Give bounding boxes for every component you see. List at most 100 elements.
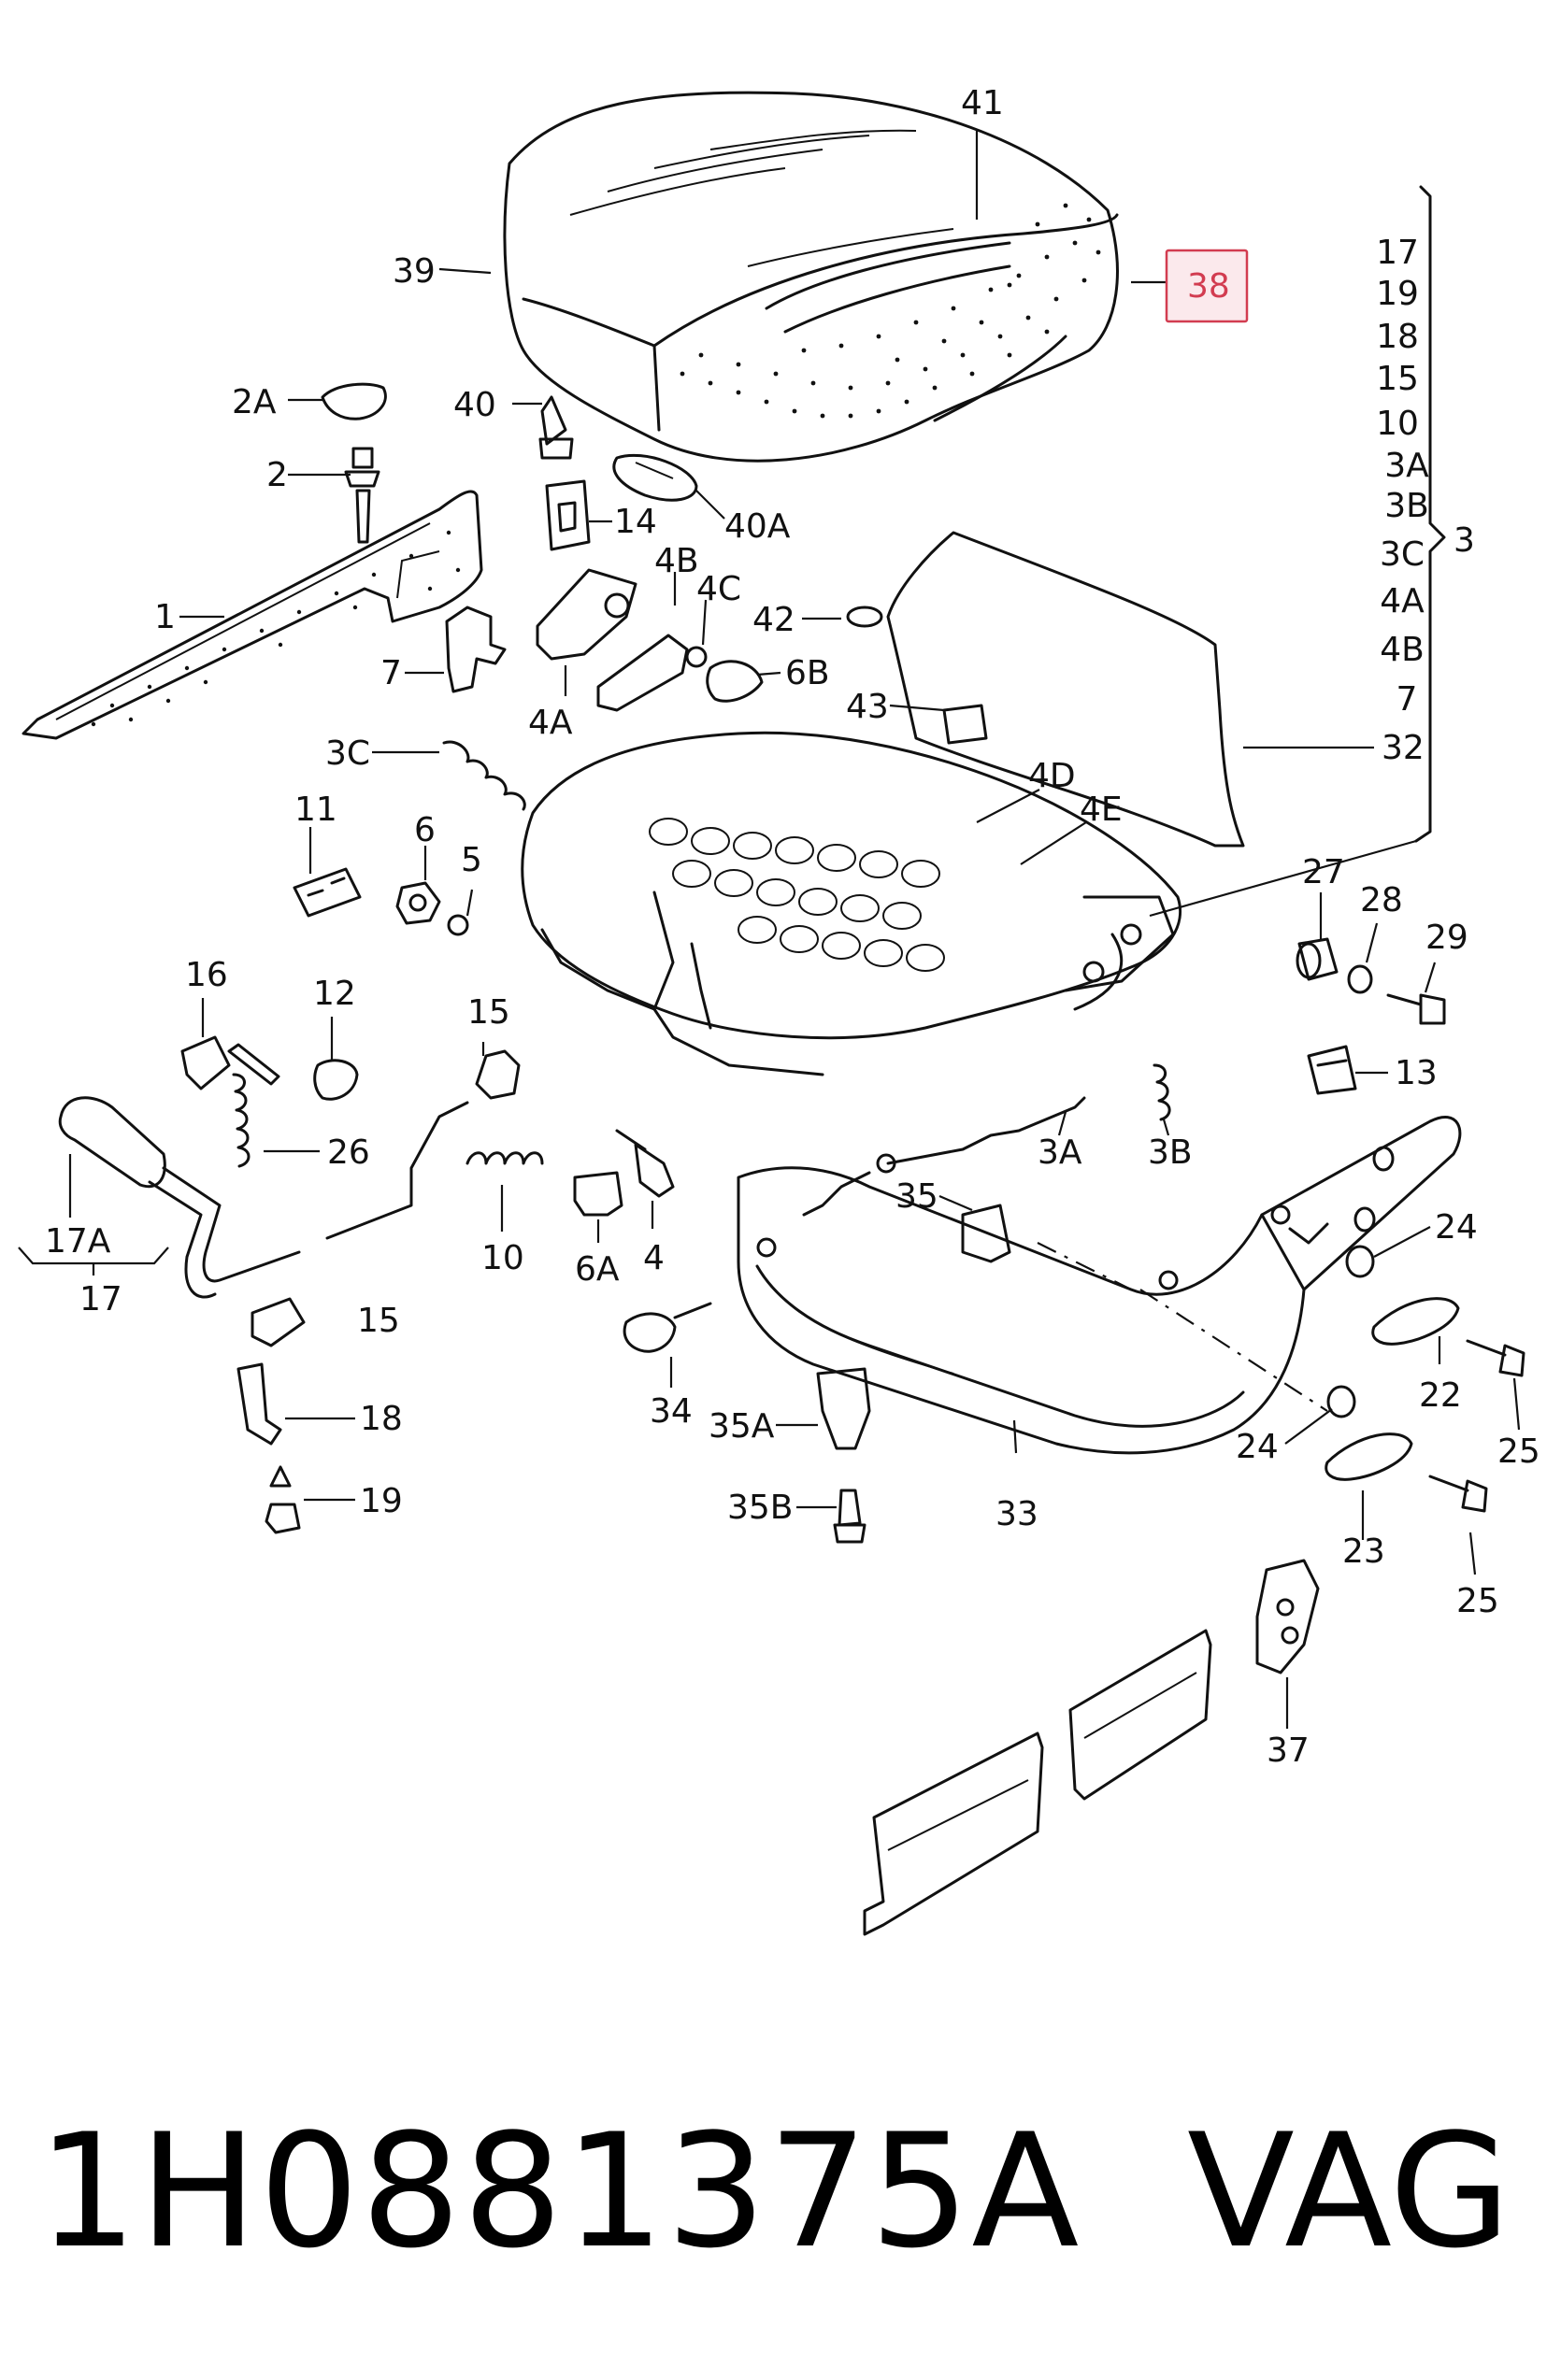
- label-1: 1: [154, 598, 176, 636]
- part-43-clip: [942, 704, 988, 745]
- part-28-washer: [1347, 964, 1373, 994]
- group-3-item: 3B: [1384, 487, 1429, 525]
- spring-3B: [1153, 1063, 1171, 1121]
- label-14: 14: [614, 503, 657, 541]
- group-3-label: 3: [1454, 521, 1475, 560]
- part-25b-bolt: [1428, 1475, 1488, 1513]
- label-35B: 35B: [727, 1489, 794, 1527]
- part-11-bracket: [293, 867, 362, 918]
- label-33: 33: [995, 1495, 1038, 1533]
- part-19-stud: [265, 1465, 301, 1534]
- label-40: 40: [453, 386, 496, 424]
- label-3C: 3C: [325, 734, 370, 773]
- label-29: 29: [1425, 919, 1468, 957]
- label-6: 6: [414, 811, 436, 849]
- label-2A: 2A: [232, 383, 277, 421]
- part-4B-plate: [596, 634, 689, 712]
- group-3-item: 3C: [1380, 535, 1425, 574]
- footer: 1H0881375A VAG: [37, 2088, 1533, 2313]
- group-3-item: 3A: [1384, 447, 1429, 485]
- group-3-item: 4A: [1380, 582, 1425, 620]
- base-tray: [737, 1115, 1462, 1455]
- label-40A: 40A: [724, 507, 791, 546]
- label-4E: 4E: [1080, 791, 1123, 829]
- part-17-handle: [58, 1096, 301, 1299]
- label-6A: 6A: [575, 1250, 620, 1289]
- label-6B: 6B: [785, 654, 830, 692]
- part-6A-clip: [573, 1171, 623, 1217]
- label-2: 2: [266, 456, 288, 494]
- foam-pad-outline: [886, 531, 1245, 848]
- label-13: 13: [1395, 1054, 1438, 1092]
- part-25a-bolt: [1466, 1339, 1525, 1377]
- label-24a: 24: [1435, 1208, 1478, 1247]
- part-34-screw: [623, 1302, 712, 1353]
- label-37: 37: [1267, 1732, 1310, 1770]
- label-22: 22: [1419, 1376, 1462, 1415]
- leader-lines: [18, 131, 1521, 1729]
- label-16: 16: [185, 956, 228, 994]
- exploded-parts-diagram: 41 39 38 40 2A 2 14 40A 1 4B 4C 42 7 6B …: [18, 84, 1540, 1936]
- label-19: 19: [360, 1482, 403, 1520]
- label-5: 5: [461, 841, 482, 879]
- label-34: 34: [650, 1392, 693, 1431]
- part-12-clip: [313, 1059, 359, 1101]
- spring-26: [232, 1073, 251, 1168]
- brand-name: VAG: [1187, 2100, 1511, 2283]
- label-15b: 15: [357, 1302, 400, 1340]
- label-27: 27: [1302, 853, 1345, 891]
- part-24b-washer: [1326, 1385, 1356, 1418]
- part-4C-ring: [685, 646, 708, 668]
- label-41: 41: [961, 84, 1004, 122]
- label-10: 10: [481, 1239, 524, 1277]
- part-4A-hinge: [536, 568, 637, 661]
- rod-15-lever: [325, 1049, 521, 1240]
- group-3-item: 17: [1376, 234, 1419, 272]
- label-4D: 4D: [1028, 757, 1076, 795]
- label-4A: 4A: [528, 704, 573, 742]
- seat-side-rail: [21, 490, 483, 740]
- part-2-pin: [344, 447, 380, 544]
- group-3-item: 7: [1396, 680, 1418, 719]
- part-6B-clip: [706, 660, 764, 703]
- label-25b: 25: [1456, 1582, 1499, 1620]
- seat-cushion-cover: [503, 91, 1119, 463]
- label-25a: 25: [1497, 1432, 1540, 1471]
- label-12: 12: [313, 975, 356, 1013]
- label-23: 23: [1342, 1532, 1385, 1571]
- label-17: 17: [79, 1280, 122, 1318]
- part-40-clip: [538, 395, 574, 460]
- trim-strip-2: [1068, 1629, 1212, 1801]
- part-15-knob: [251, 1297, 306, 1347]
- label-28: 28: [1360, 881, 1403, 919]
- part-35A-bracket: [816, 1367, 871, 1450]
- label-11: 11: [294, 791, 337, 829]
- seat-pan-frame: [521, 731, 1182, 1076]
- part-40A-clip: [612, 453, 698, 502]
- label-7: 7: [380, 654, 402, 692]
- label-32: 32: [1382, 729, 1425, 767]
- part-number: 1H0881375A: [37, 2100, 1081, 2283]
- part-13-clip: [1307, 1045, 1357, 1095]
- part-35B-screw: [833, 1489, 866, 1544]
- part-37-bracket: [1255, 1559, 1320, 1675]
- label-4C: 4C: [696, 570, 741, 608]
- group-3-item: 15: [1376, 360, 1419, 398]
- group-3-item: 19: [1376, 275, 1419, 313]
- part-23-clamp: [1325, 1432, 1413, 1481]
- part-24a-washer: [1345, 1245, 1375, 1278]
- trim-strip-1: [863, 1732, 1044, 1936]
- label-38: 38: [1187, 267, 1230, 306]
- part-6-nut: [395, 881, 441, 925]
- label-3B: 3B: [1148, 1133, 1193, 1172]
- callout-labels: 41 39 38 40 2A 2 14 40A 1 4B 4C 42 7 6B …: [45, 84, 1540, 1770]
- group-3-item: 18: [1376, 318, 1419, 356]
- part-29-bolt: [1386, 993, 1446, 1025]
- label-35A: 35A: [709, 1407, 775, 1446]
- part-5-washer: [447, 914, 469, 936]
- label-43: 43: [846, 688, 889, 726]
- label-18: 18: [360, 1400, 403, 1438]
- label-4: 4: [643, 1239, 665, 1277]
- group-3-list: 17 19 18 15 10 3A 3B 3C 4A 4B 7 3: [1376, 234, 1475, 719]
- part-16-bolt: [180, 1035, 280, 1090]
